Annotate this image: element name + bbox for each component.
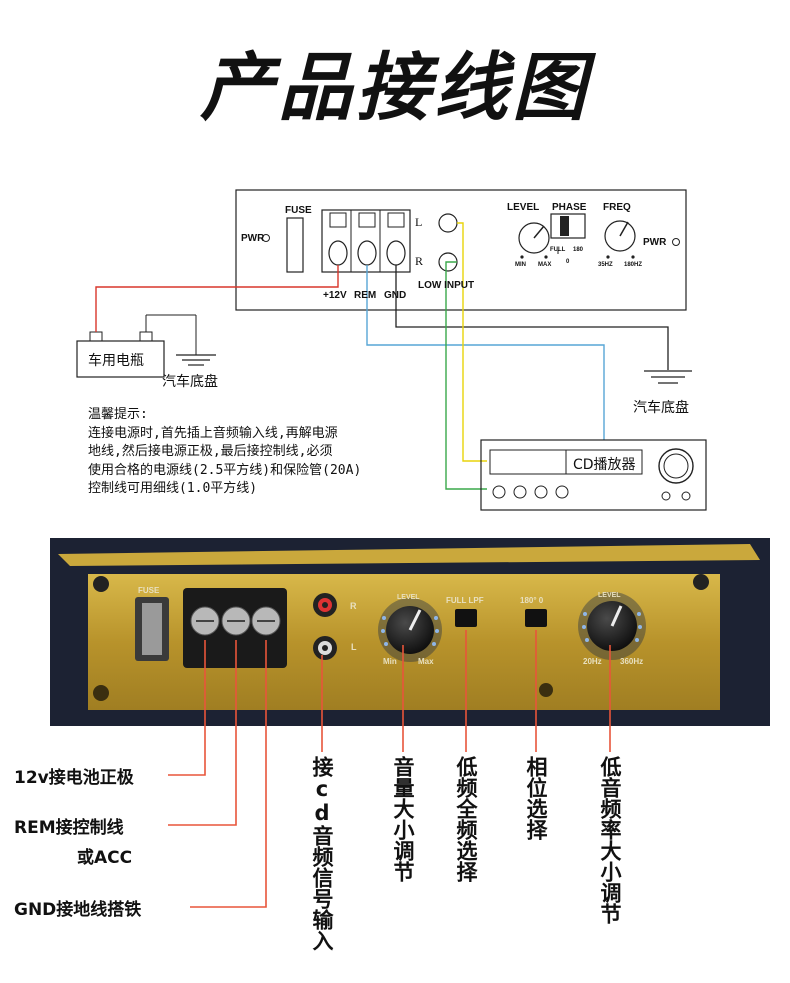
pwr-label-left: PWR xyxy=(241,233,265,244)
35hz-label: 35HZ xyxy=(598,262,613,268)
terminal-l-label: L xyxy=(415,215,423,229)
battery-label: 车用电瓶 xyxy=(88,353,144,369)
vertical-label-phase: 相位选择 xyxy=(524,756,548,840)
phase-180-label: 180 xyxy=(573,247,584,253)
vertical-label-cd-input: 接cd音频信号输入 xyxy=(310,756,334,951)
wiring-diagram xyxy=(76,189,707,511)
phase-label: PHASE xyxy=(552,202,587,213)
car-battery xyxy=(76,340,165,378)
fuse-label: FUSE xyxy=(285,205,312,216)
low-input-label: LOW INPUT xyxy=(418,280,475,291)
callout-gnd: GND接地线搭铁 xyxy=(14,900,142,920)
yellow-wire xyxy=(457,222,487,462)
chassis-label-right: 汽车底盘 xyxy=(633,400,689,416)
tips-line-3: 使用合格的电源线(2.5平方线)和保险管(20A) xyxy=(88,462,362,478)
gnd-wire xyxy=(395,265,669,370)
freq-knob xyxy=(604,220,636,252)
green-wire xyxy=(445,261,487,490)
chassis-label-left: 汽车底盘 xyxy=(162,374,218,390)
blue-wire xyxy=(366,265,605,440)
phase-switch xyxy=(550,213,586,239)
rem-label: REM xyxy=(354,290,377,301)
pwr-led-left xyxy=(262,234,270,242)
max-label: MAX xyxy=(538,262,552,268)
tips-line-1: 连接电源时,首先插上音频输入线,再解电源 xyxy=(88,425,338,441)
min-label: MIN xyxy=(515,262,526,268)
amplifier-panel xyxy=(235,189,687,311)
plus12v-label: +12V xyxy=(323,290,347,301)
cd-player xyxy=(480,439,707,511)
freq-label: FREQ xyxy=(603,202,631,213)
page-title: 产品接线图 xyxy=(200,45,590,131)
photo-l-label: L xyxy=(351,642,357,652)
phase-0-label: 0 xyxy=(566,259,570,265)
photo-r-label: R xyxy=(350,601,357,611)
photo-fuse-label: FUSE xyxy=(138,586,160,595)
fuse-slot xyxy=(286,217,304,273)
tips-line-2: 地线,然后接电源正极,最后接控制线,必须 xyxy=(88,444,333,459)
level-knob xyxy=(518,222,550,254)
photo-full-lpf-label: FULL LPF xyxy=(446,596,484,605)
photo-max-label: Max xyxy=(418,657,434,666)
photo-360hz-label: 360Hz xyxy=(620,657,644,666)
photo-20hz-label: 20Hz xyxy=(583,657,602,666)
callout-12v: 12v接电池正极 xyxy=(14,768,134,788)
180hz-label: 180HZ xyxy=(624,262,643,268)
vertical-label-freq: 低音频率大小调节 xyxy=(598,756,622,924)
photo-level-label: LEVEL xyxy=(397,594,420,601)
callout-acc: 或ACC xyxy=(77,848,133,868)
callout-rem: REM接控制线 xyxy=(14,818,124,838)
vertical-label-volume: 音量大小调节 xyxy=(391,756,415,882)
red-wire xyxy=(95,265,339,332)
tips-block: 温馨提示: 连接电源时,首先插上音频输入线,再解电源 地线,然后接电源正极,最后… xyxy=(88,406,361,499)
gnd-label: GND xyxy=(384,290,407,301)
level-label: LEVEL xyxy=(507,202,540,213)
terminal-block xyxy=(321,209,411,273)
pwr-led-right xyxy=(672,238,680,246)
tips-line-4: 控制线可用细线(1.0平方线) xyxy=(88,481,258,496)
photo-min-label: Min xyxy=(383,657,397,666)
terminal-r-label: R xyxy=(415,254,424,268)
cd-player-label: CD播放器 xyxy=(573,457,636,473)
tips-heading: 温馨提示: xyxy=(88,407,148,422)
vertical-label-lpf: 低频全频选择 xyxy=(454,756,478,882)
photo-phase-label: 180° 0 xyxy=(520,596,544,605)
photo-level2-label: LEVEL xyxy=(598,592,621,599)
pwr-label-right: PWR xyxy=(643,237,667,248)
amplifier-photo xyxy=(50,538,770,726)
full-label: FULL xyxy=(550,247,566,253)
